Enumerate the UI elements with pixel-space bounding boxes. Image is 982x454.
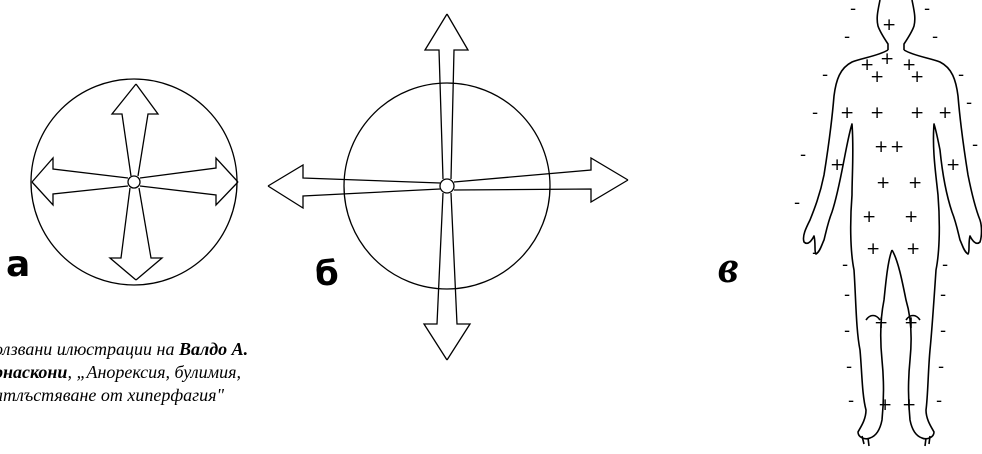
minus-sign: - (844, 285, 850, 305)
caption-author: Валдо А. (178, 339, 249, 359)
body-figure (802, 0, 982, 447)
diagram-a (30, 78, 239, 286)
diagram-a-arrow-down (108, 187, 164, 281)
diagram-a-outer-circle (30, 78, 238, 286)
diagram-a-arrow-right (139, 156, 239, 207)
minus-sign: - (794, 193, 800, 213)
diagram-b-arrow-down (422, 192, 472, 361)
plus-sign: + (874, 137, 888, 157)
caption-line-1: олзвани илюстрации на Валдо А. (0, 338, 394, 361)
diagram-b-outer-circle (343, 82, 551, 290)
minus-sign: - (932, 27, 938, 47)
plus-sign: + (878, 395, 892, 415)
plus-sign: + (904, 313, 918, 333)
minus-sign: - (942, 255, 948, 275)
plus-signs: + + + + + + + + + + + + + + + + + + + + … (830, 15, 960, 415)
minus-sign: - (966, 93, 972, 113)
minus-sign: - (936, 391, 942, 411)
diagram-a-arrow-up (110, 83, 160, 177)
minus-sign: - (846, 357, 852, 377)
label-v: в (718, 241, 739, 292)
plus-sign: + (938, 103, 952, 123)
caption-author-surname: рнаскони (0, 362, 68, 382)
caption: олзвани илюстрации на Валдо А. рнаскони,… (0, 338, 394, 407)
plus-sign: + (860, 55, 874, 75)
plus-sign: + (906, 239, 920, 259)
diagram-b-arrow-up (423, 13, 470, 180)
plus-sign: + (882, 15, 896, 35)
minus-signs: - - - - - - - - - - - - - - - - - - - - … (794, 0, 978, 411)
plus-sign: + (902, 395, 916, 415)
plus-sign: + (840, 103, 854, 123)
label-a: а (6, 244, 30, 285)
plus-sign: + (870, 67, 884, 87)
plus-sign: + (910, 67, 924, 87)
minus-sign: - (800, 145, 806, 165)
plus-sign: + (876, 173, 890, 193)
minus-sign: - (812, 103, 818, 123)
diagram-b-center-circle (439, 178, 455, 194)
minus-sign: - (850, 0, 856, 19)
minus-sign: - (812, 243, 818, 263)
caption-line-2: рнаскони, „Анорексия, булимия, (0, 361, 394, 384)
caption-title-part: , „Анорексия, булимия, (67, 362, 241, 382)
body-left-outline (802, 49, 893, 440)
plus-sign: + (890, 137, 904, 157)
minus-sign: - (940, 321, 946, 341)
minus-sign: - (924, 0, 930, 19)
plus-sign: + (908, 173, 922, 193)
minus-sign: - (958, 65, 964, 85)
plus-sign: + (866, 239, 880, 259)
plus-sign: + (946, 155, 960, 175)
caption-title-end: атлъстяване от хиперфагия" (0, 385, 225, 405)
plus-sign: + (862, 207, 876, 227)
diagram-b-arrow-right (453, 156, 629, 204)
minus-sign: - (940, 285, 946, 305)
plus-sign: + (910, 103, 924, 123)
plus-sign: + (902, 55, 916, 75)
caption-line-3: атлъстяване от хиперфагия" (0, 384, 394, 407)
minus-sign: - (822, 65, 828, 85)
plus-sign: + (830, 155, 844, 175)
plus-sign: + (904, 207, 918, 227)
minus-sign: - (938, 357, 944, 377)
label-b: б (315, 254, 339, 294)
plus-sign: + (874, 313, 888, 333)
caption-prefix: олзвани илюстрации на (0, 339, 179, 359)
diagram-b-arrow-left (267, 163, 441, 210)
minus-sign: - (844, 321, 850, 341)
body-knees (865, 314, 921, 321)
minus-sign: - (844, 27, 850, 47)
minus-sign: - (842, 255, 848, 275)
diagram-a-arrow-left (31, 156, 129, 207)
body-head (876, 0, 916, 50)
minus-sign: - (848, 391, 854, 411)
minus-sign: - (972, 135, 978, 155)
body-feet (861, 435, 931, 447)
diagram-a-center-circle (127, 175, 141, 189)
diagram-b (267, 13, 629, 361)
plus-sign: + (880, 49, 894, 69)
body-right-outline (891, 49, 982, 440)
plus-sign: + (870, 103, 884, 123)
